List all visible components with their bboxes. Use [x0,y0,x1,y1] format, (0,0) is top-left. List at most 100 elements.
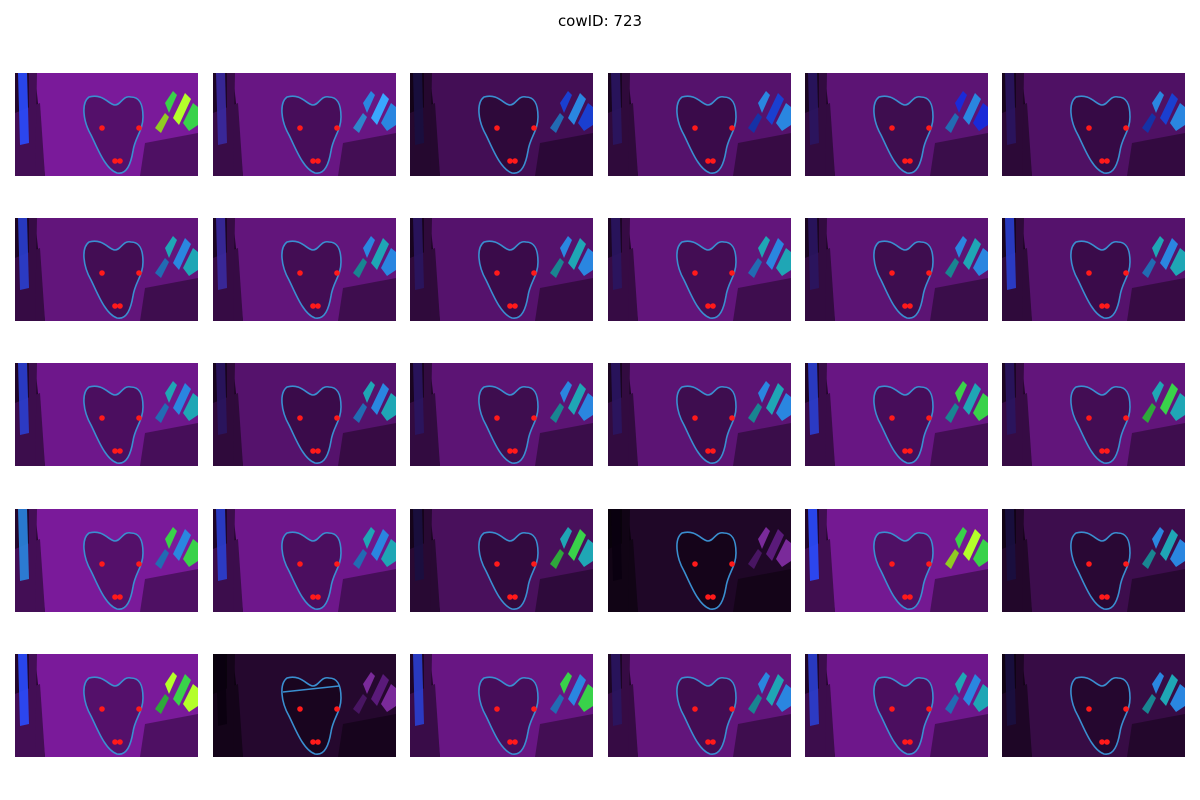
keypoint-2 [334,125,340,131]
keypoint-2 [729,415,735,421]
keypoint-2 [926,706,932,712]
head-contour [478,531,539,610]
keypoint-4 [315,158,321,164]
head-contour [281,531,342,610]
keypoint-3 [902,594,908,600]
keypoint-4 [512,158,518,164]
keypoint-3 [112,303,118,309]
keypoint-1 [297,706,303,712]
keypoint-1 [692,270,698,276]
depth-frame-24 [1002,509,1185,612]
depth-frame-20 [213,509,396,612]
keypoint-3 [507,303,513,309]
head-contour [676,95,737,174]
keypoint-4 [710,448,716,454]
head-contour [676,240,737,319]
keypoint-1 [1086,561,1092,567]
keypoint-1 [494,125,500,131]
keypoint-2 [334,706,340,712]
keypoint-4 [1104,594,1110,600]
keypoint-4 [907,448,913,454]
keypoint-2 [136,125,142,131]
keypoint-1 [1086,706,1092,712]
keypoint-1 [1086,270,1092,276]
keypoint-1 [297,270,303,276]
figure-title: cowID: 723 [557,12,643,30]
keypoint-1 [889,125,895,131]
depth-frame-12 [1002,218,1185,321]
keypoint-1 [99,706,105,712]
keypoint-4 [117,739,123,745]
keypoint-2 [729,125,735,131]
head-contour [676,531,737,610]
keypoint-3 [902,739,908,745]
keypoint-4 [512,448,518,454]
keypoint-3 [902,448,908,454]
keypoint-2 [531,706,537,712]
head-contour [873,385,934,464]
depth-frame-16 [608,363,791,466]
depth-frame-2 [213,73,396,176]
keypoint-4 [315,739,321,745]
depth-frame-30 [1002,654,1185,757]
keypoint-4 [1104,158,1110,164]
keypoint-3 [507,594,513,600]
keypoint-4 [710,594,716,600]
depth-frame-4 [608,73,791,176]
keypoint-3 [1099,594,1105,600]
keypoint-4 [907,594,913,600]
depth-frame-13 [15,363,198,466]
keypoint-2 [136,706,142,712]
keypoint-2 [926,415,932,421]
keypoint-1 [297,561,303,567]
head-contour [281,95,342,174]
depth-frame-3 [410,73,593,176]
head-contour [281,676,342,755]
head-contour [478,676,539,755]
head-contour [83,385,144,464]
keypoint-3 [310,448,316,454]
keypoint-2 [1123,415,1129,421]
head-contour [873,676,934,755]
depth-frame-21 [410,509,593,612]
keypoint-4 [512,594,518,600]
keypoint-3 [705,594,711,600]
keypoint-2 [729,706,735,712]
keypoint-4 [512,739,518,745]
keypoint-3 [507,739,513,745]
keypoint-1 [692,415,698,421]
keypoint-3 [310,303,316,309]
keypoint-3 [1099,448,1105,454]
keypoint-1 [692,561,698,567]
keypoint-1 [1086,415,1092,421]
keypoint-3 [902,303,908,309]
keypoint-3 [112,158,118,164]
depth-frame-27 [410,654,593,757]
keypoint-4 [117,303,123,309]
keypoint-1 [297,125,303,131]
keypoint-1 [692,706,698,712]
depth-frame-17 [805,363,988,466]
keypoint-2 [926,125,932,131]
depth-frame-9 [410,218,593,321]
keypoint-2 [531,270,537,276]
head-contour [676,385,737,464]
keypoint-1 [99,125,105,131]
keypoint-1 [889,270,895,276]
head-contour [676,676,737,755]
keypoint-1 [889,706,895,712]
keypoint-4 [315,303,321,309]
depth-frame-22 [608,509,791,612]
keypoint-4 [907,158,913,164]
keypoint-3 [507,158,513,164]
keypoint-4 [315,594,321,600]
keypoint-4 [512,303,518,309]
keypoint-3 [902,158,908,164]
depth-frame-6 [1002,73,1185,176]
keypoint-2 [1123,270,1129,276]
keypoint-1 [692,125,698,131]
keypoint-1 [889,415,895,421]
depth-frame-1 [15,73,198,176]
keypoint-2 [531,561,537,567]
